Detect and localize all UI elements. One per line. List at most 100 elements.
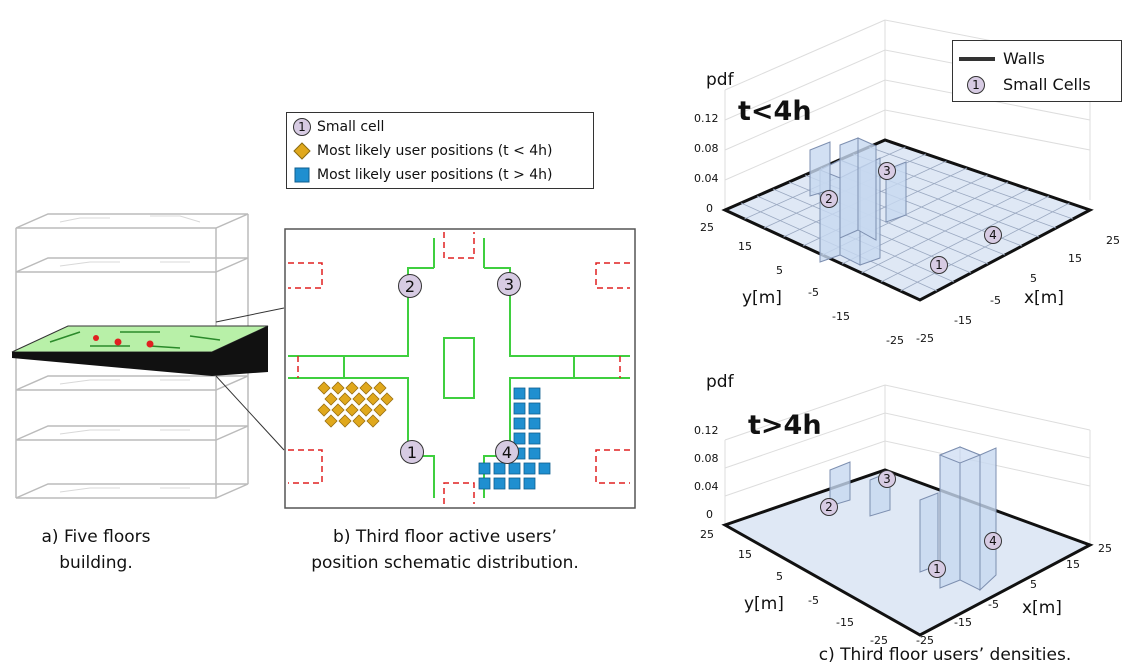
bottom-zlabel: pdf xyxy=(706,372,734,392)
diamond-marker xyxy=(373,381,387,395)
top-ztick: 0.04 xyxy=(694,172,719,185)
diamond-marker xyxy=(359,403,373,417)
top-ztick: 0 xyxy=(706,202,713,215)
bottom-ztick: 0.08 xyxy=(694,452,719,465)
bottom-xlabel: x[m] xyxy=(1022,598,1062,618)
bottom-xtick: 15 xyxy=(1066,558,1080,571)
small-cell-2-badge: 2 xyxy=(398,274,422,298)
top-cell-4-badge: 4 xyxy=(984,226,1002,244)
bottom-xtick: -25 xyxy=(916,634,934,647)
legend-after-label: Most likely user positions (t > 4h) xyxy=(317,167,553,183)
bottom-xtick: 5 xyxy=(1030,578,1037,591)
diamond-marker xyxy=(338,392,352,406)
legend-before-label: Most likely user positions (t < 4h) xyxy=(317,143,553,159)
density-plots xyxy=(721,19,1094,637)
caption-a-line1: a) Five floors xyxy=(41,527,151,547)
bottom-xtick: -15 xyxy=(954,616,972,629)
small-cell-4-badge: 4 xyxy=(495,440,519,464)
small-cell-icon: 1 xyxy=(293,118,311,136)
top-ytick: 25 xyxy=(700,221,714,234)
diamond-marker xyxy=(366,392,380,406)
square-marker xyxy=(513,387,526,400)
diamond-marker xyxy=(331,403,345,417)
top-plot-title: t<4h xyxy=(738,96,812,127)
caption-b-line1: b) Third floor active users’ xyxy=(333,527,557,547)
square-marker xyxy=(523,477,536,490)
diamond-marker xyxy=(324,392,338,406)
square-marker xyxy=(478,477,491,490)
building-illustration xyxy=(11,213,285,499)
top-xtick: 5 xyxy=(1030,272,1037,285)
caption-a-line2: building. xyxy=(59,553,133,573)
bottom-cell-3-badge: 3 xyxy=(878,470,896,488)
top-xtick: -25 xyxy=(916,332,934,345)
bottom-ytick: 15 xyxy=(738,548,752,561)
density-legend: Walls 1 Small Cells xyxy=(952,40,1122,102)
diamond-marker xyxy=(352,392,366,406)
top-cell-1-badge: 1 xyxy=(930,256,948,274)
square-marker xyxy=(493,462,506,475)
diamond-marker xyxy=(380,392,394,406)
caption-b-line2: position schematic distribution. xyxy=(311,553,579,573)
diamond-marker xyxy=(317,403,331,417)
density-plot-bottom xyxy=(721,384,1094,637)
top-xlabel: x[m] xyxy=(1024,288,1064,308)
square-marker xyxy=(538,462,551,475)
top-xtick: 25 xyxy=(1106,234,1120,247)
diamond-icon xyxy=(293,142,311,160)
bottom-ylabel: y[m] xyxy=(744,594,784,614)
legend-small-cell-label: Small cell xyxy=(317,119,385,135)
diamond-marker xyxy=(331,381,345,395)
bottom-ytick: -15 xyxy=(836,616,854,629)
top-xtick: -5 xyxy=(990,294,1001,307)
diamond-marker xyxy=(317,381,331,395)
top-ztick: 0.08 xyxy=(694,142,719,155)
bottom-ytick: -5 xyxy=(808,594,819,607)
square-marker xyxy=(513,417,526,430)
top-ylabel: y[m] xyxy=(742,288,782,308)
square-marker xyxy=(508,462,521,475)
legend-walls-label: Walls xyxy=(1003,49,1045,68)
bottom-ytick: 25 xyxy=(700,528,714,541)
top-xtick: 15 xyxy=(1068,252,1082,265)
small-cell-icon: 1 xyxy=(967,75,985,94)
square-marker xyxy=(478,462,491,475)
legend-cells-label: Small Cells xyxy=(1003,75,1091,94)
bottom-cell-1-badge: 1 xyxy=(928,560,946,578)
square-marker xyxy=(528,387,541,400)
bottom-ytick: 5 xyxy=(776,570,783,583)
bottom-ztick: 0 xyxy=(706,508,713,521)
diamond-marker xyxy=(352,414,366,428)
square-marker xyxy=(508,477,521,490)
caption-c: c) Third floor users’ densities. xyxy=(818,645,1072,665)
square-marker xyxy=(528,402,541,415)
top-ytick: 5 xyxy=(776,264,783,277)
diamond-marker xyxy=(359,381,373,395)
square-marker xyxy=(528,432,541,445)
square-marker xyxy=(513,402,526,415)
density-plot-top xyxy=(721,19,1094,302)
bottom-ztick: 0.12 xyxy=(694,424,719,437)
square-marker xyxy=(493,477,506,490)
floorplan-doors xyxy=(288,232,630,504)
top-ztick: 0.12 xyxy=(694,112,719,125)
diamond-marker xyxy=(345,403,359,417)
square-marker xyxy=(528,417,541,430)
top-ytick: -15 xyxy=(832,310,850,323)
floorplan-legend: 1 Small cell Most likely user positions … xyxy=(286,112,594,189)
diamond-marker xyxy=(345,381,359,395)
floorplan xyxy=(284,228,636,509)
diamond-marker xyxy=(324,414,338,428)
top-zlabel: pdf xyxy=(706,70,734,90)
bottom-plot-title: t>4h xyxy=(748,410,822,441)
small-cell-3-badge: 3 xyxy=(497,272,521,296)
bottom-xtick: -5 xyxy=(988,598,999,611)
square-marker xyxy=(513,432,526,445)
third-floor-highlight xyxy=(11,325,269,376)
top-xtick: -15 xyxy=(954,314,972,327)
top-ytick: -5 xyxy=(808,286,819,299)
top-cell-3-badge: 3 xyxy=(878,162,896,180)
square-icon xyxy=(294,167,310,183)
diamond-marker xyxy=(373,403,387,417)
bottom-cell-4-badge: 4 xyxy=(984,532,1002,550)
